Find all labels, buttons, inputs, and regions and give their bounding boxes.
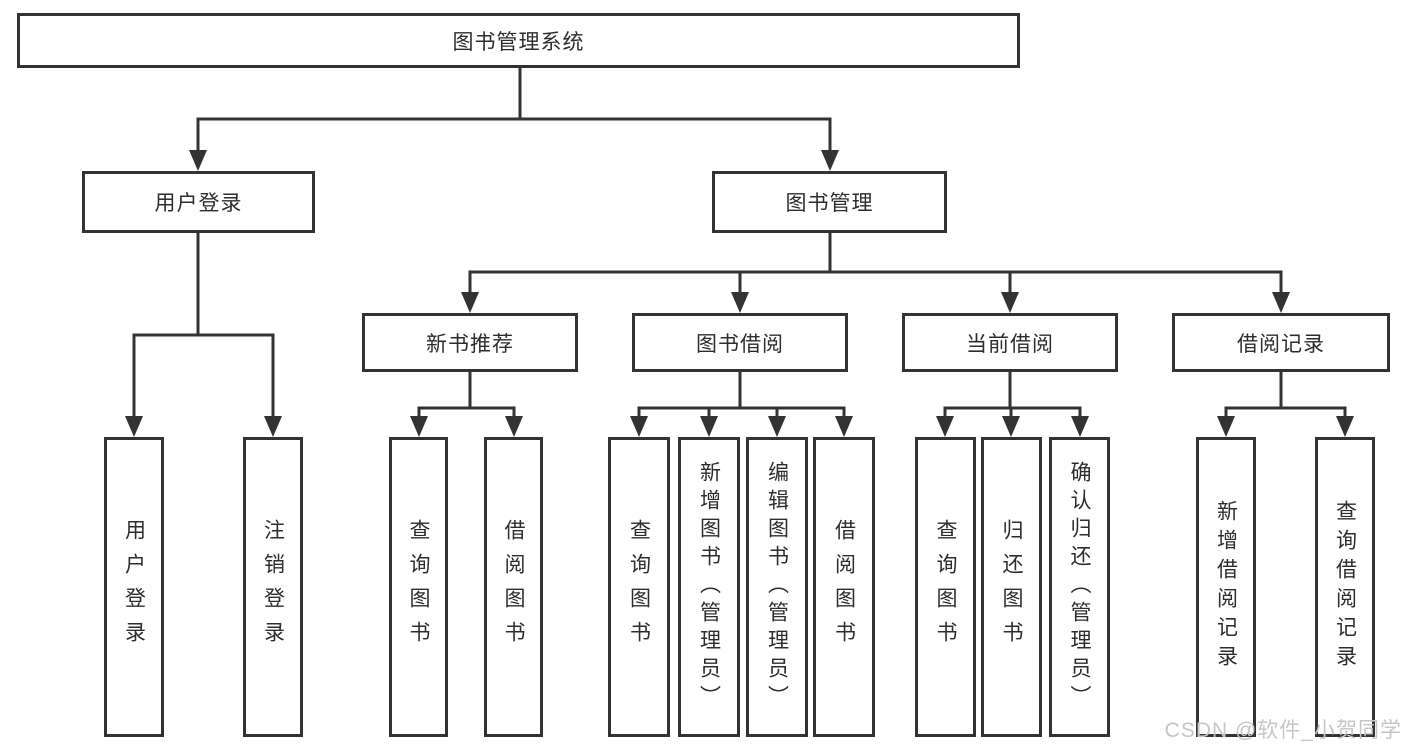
leaf-user-login: 用户登录 bbox=[104, 437, 164, 737]
edge-user-login-to-leaves bbox=[125, 231, 282, 437]
leaf-newrec-query-books: 查询图书 bbox=[389, 437, 448, 737]
leaf-newrec-query-books-label: 查询图书 bbox=[407, 519, 430, 655]
leaf-borrow-query-books-label: 查询图书 bbox=[627, 519, 651, 655]
leaf-borrow-borrow-books: 借阅图书 bbox=[813, 437, 875, 737]
leaf-borrow-add-book-admin: 新增图书（管理员） bbox=[678, 437, 740, 737]
leaf-logout-login: 注销登录 bbox=[243, 437, 303, 737]
node-current-borrow: 当前借阅 bbox=[902, 313, 1118, 372]
edge-current-borrow-to-leaves bbox=[936, 370, 1089, 437]
leaf-borrow-edit-book-admin: 编辑图书（管理员） bbox=[746, 437, 808, 737]
node-root-system: 图书管理系统 bbox=[17, 13, 1020, 68]
edge-book-borrow-to-leaves bbox=[630, 370, 853, 437]
node-book-borrow: 图书借阅 bbox=[632, 313, 848, 372]
csdn-watermark: CSDN @软件_小贺同学 bbox=[1164, 719, 1402, 742]
leaf-borrow-add-book-admin-label: 新增图书（管理员） bbox=[697, 461, 721, 713]
leaf-borrow-query-books: 查询图书 bbox=[608, 437, 670, 737]
leaf-current-confirm-return-admin-label: 确认归还（管理员） bbox=[1068, 461, 1091, 713]
leaf-records-query-record: 查询借阅记录 bbox=[1315, 437, 1375, 737]
leaf-current-query-books: 查询图书 bbox=[915, 437, 976, 737]
leaf-records-add-record-label: 新增借阅记录 bbox=[1214, 500, 1238, 674]
node-root-label: 图书管理系统 bbox=[452, 30, 585, 54]
node-user-login: 用户登录 bbox=[82, 171, 315, 233]
leaf-current-return-books-label: 归还图书 bbox=[1000, 519, 1023, 655]
node-book-mgmt: 图书管理 bbox=[712, 171, 947, 233]
leaf-user-login-label: 用户登录 bbox=[122, 519, 146, 655]
edge-new-book-rec-to-leaves bbox=[410, 370, 523, 437]
node-new-book-rec: 新书推荐 bbox=[362, 313, 578, 372]
leaf-records-query-record-label: 查询借阅记录 bbox=[1333, 500, 1357, 674]
leaf-records-add-record: 新增借阅记录 bbox=[1196, 437, 1256, 737]
leaf-current-return-books: 归还图书 bbox=[981, 437, 1042, 737]
leaf-borrow-borrow-books-label: 借阅图书 bbox=[832, 519, 856, 655]
node-user-login-label: 用户登录 bbox=[154, 192, 243, 215]
leaf-current-query-books-label: 查询图书 bbox=[934, 519, 957, 655]
node-borrow-records-label: 借阅记录 bbox=[1237, 332, 1325, 356]
leaf-logout-login-label: 注销登录 bbox=[261, 519, 285, 655]
node-book-mgmt-label: 图书管理 bbox=[785, 192, 874, 215]
node-new-book-rec-label: 新书推荐 bbox=[426, 332, 514, 356]
node-book-borrow-label: 图书借阅 bbox=[696, 332, 784, 356]
edge-borrow-records-to-leaves bbox=[1217, 370, 1354, 437]
edge-root-to-level2 bbox=[189, 66, 839, 171]
edge-book-mgmt-to-level3 bbox=[461, 231, 1290, 313]
node-current-borrow-label: 当前借阅 bbox=[966, 332, 1054, 356]
leaf-newrec-borrow-books: 借阅图书 bbox=[484, 437, 543, 737]
leaf-newrec-borrow-books-label: 借阅图书 bbox=[502, 519, 525, 655]
leaf-borrow-edit-book-admin-label: 编辑图书（管理员） bbox=[765, 461, 789, 713]
leaf-current-confirm-return-admin: 确认归还（管理员） bbox=[1049, 437, 1110, 737]
node-borrow-records: 借阅记录 bbox=[1172, 313, 1390, 372]
